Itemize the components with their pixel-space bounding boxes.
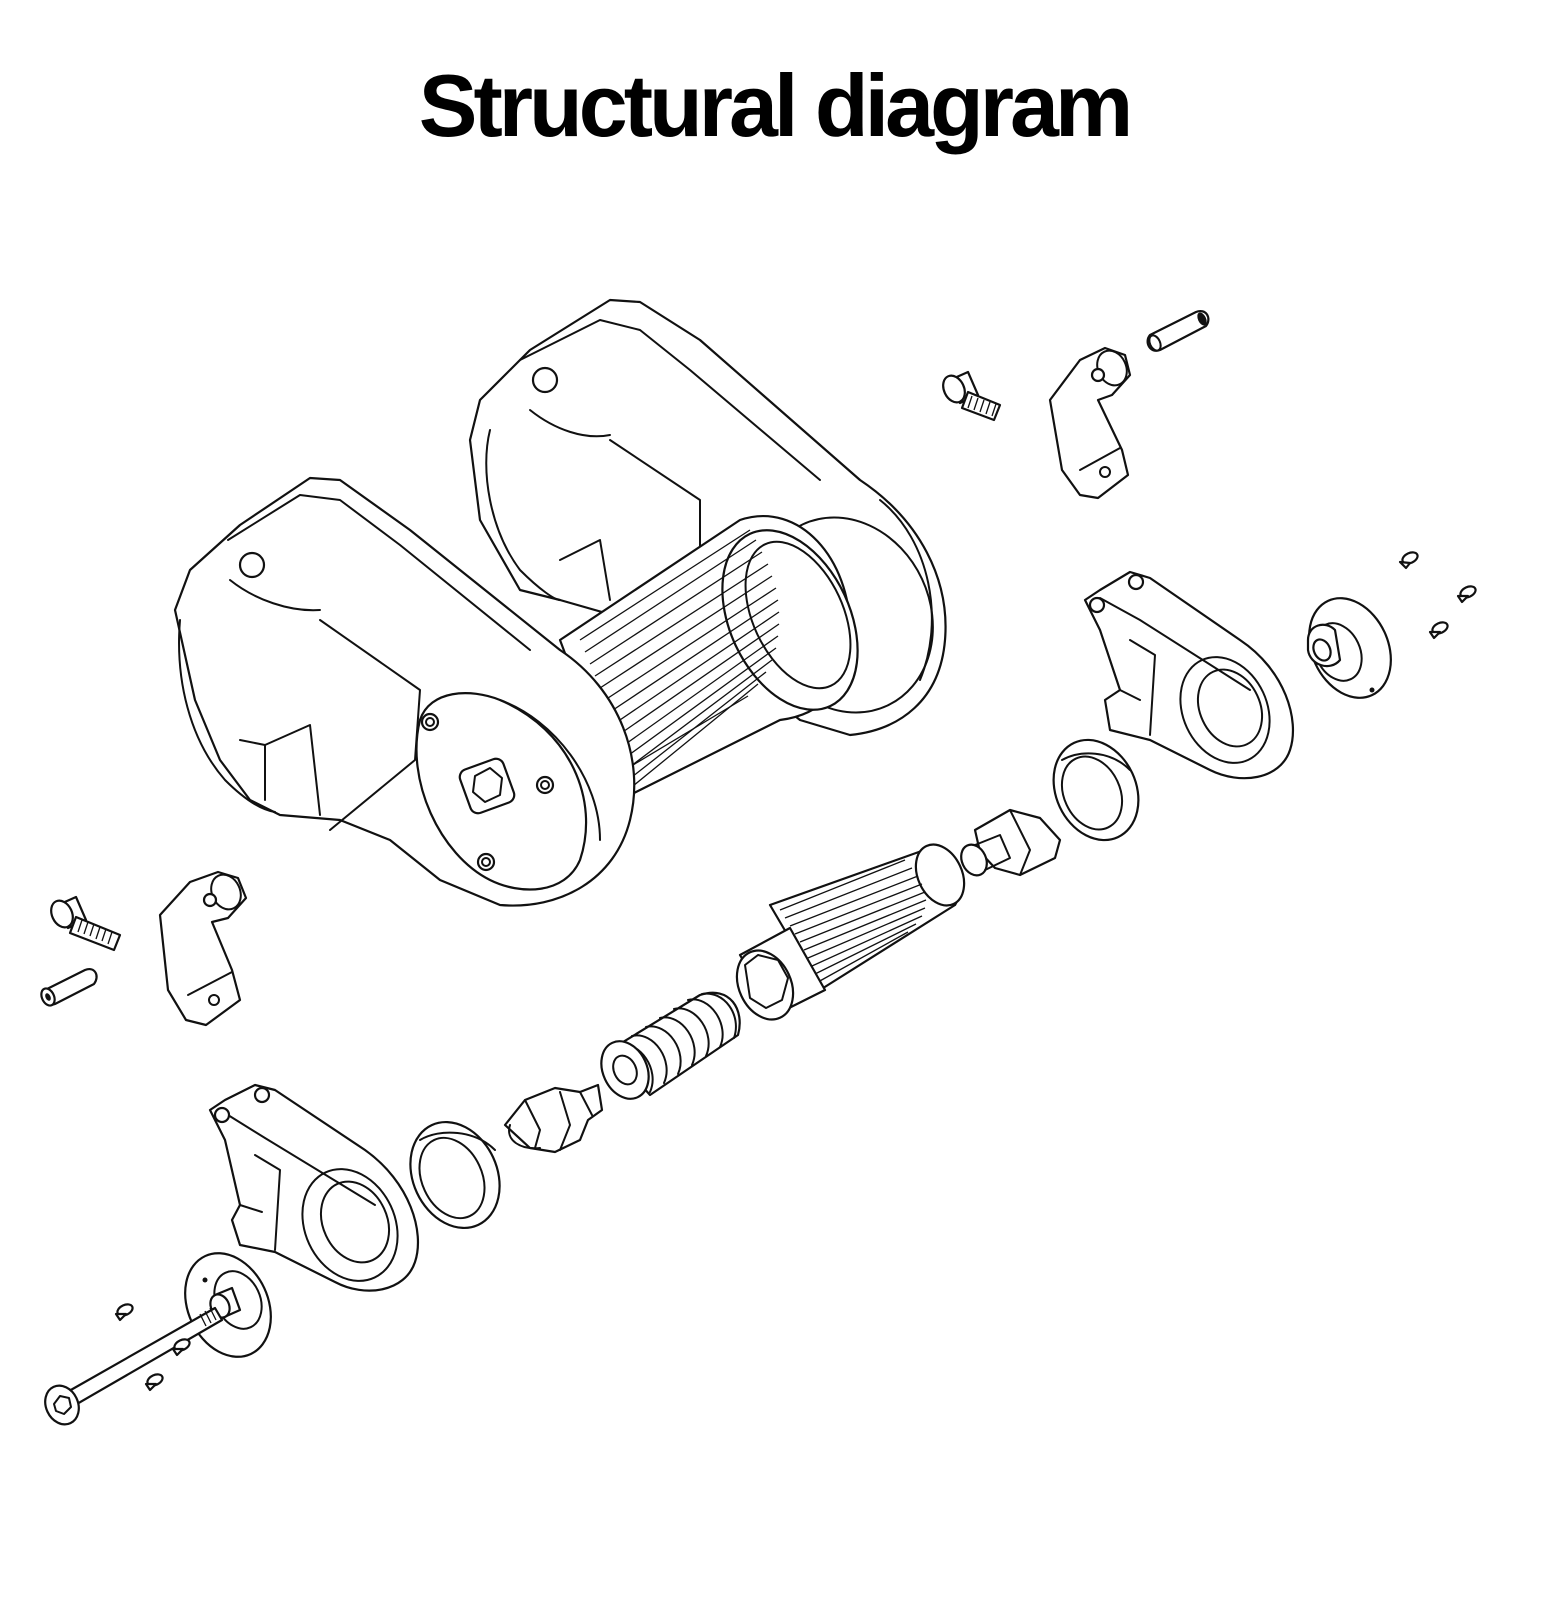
diagram-title: Structural diagram bbox=[418, 56, 1133, 155]
left-clamp-bracket bbox=[160, 870, 246, 1025]
long-axle-bolt bbox=[39, 1308, 222, 1430]
left-cap-screws bbox=[116, 1302, 192, 1390]
splined-drum bbox=[560, 509, 885, 800]
left-bearing bbox=[394, 1107, 517, 1242]
right-bearing bbox=[1038, 726, 1154, 854]
left-end-frame bbox=[210, 1085, 418, 1297]
front-clamp-body bbox=[175, 478, 634, 906]
main-assembly bbox=[175, 300, 964, 906]
right-end-frame bbox=[1085, 572, 1293, 778]
coil-spring bbox=[592, 993, 739, 1107]
left-pin bbox=[39, 969, 97, 1008]
right-end-cap bbox=[1294, 585, 1407, 711]
right-bushing bbox=[956, 810, 1060, 880]
left-socket-screw bbox=[47, 897, 120, 950]
top-pin bbox=[1147, 311, 1208, 352]
left-bushing bbox=[505, 1085, 602, 1152]
splined-shaft bbox=[726, 837, 973, 1029]
right-cap-screws bbox=[1400, 550, 1477, 638]
top-clamp-bracket bbox=[1050, 346, 1132, 498]
left-end-cap bbox=[169, 1239, 287, 1371]
top-socket-screw bbox=[939, 372, 1000, 420]
